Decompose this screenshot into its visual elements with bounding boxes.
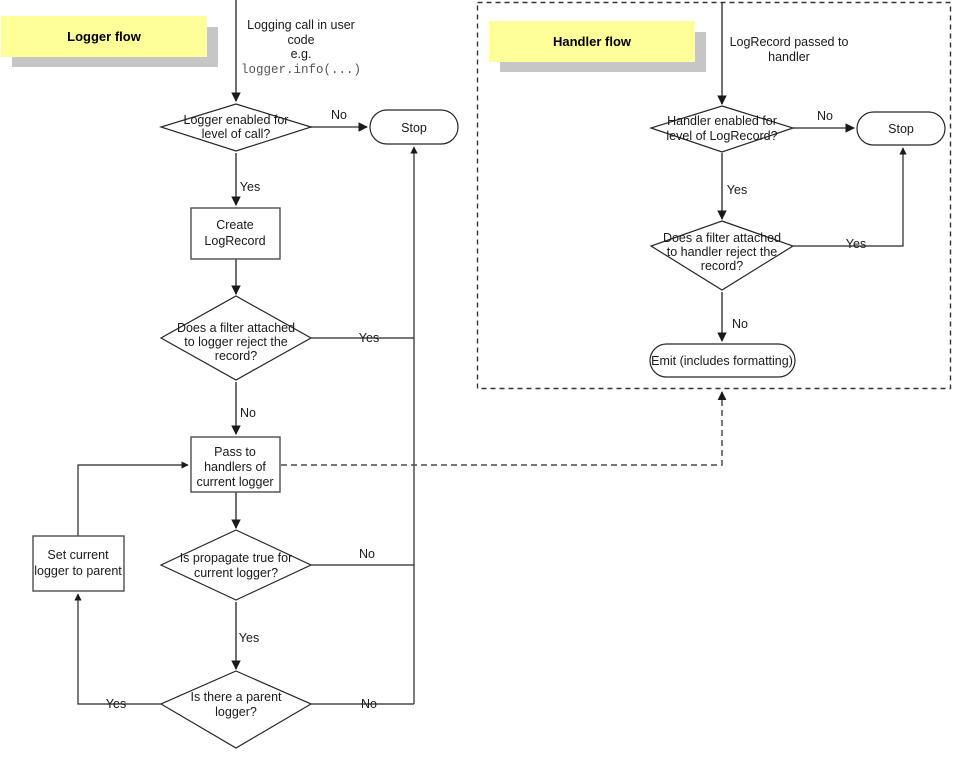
edge-label-handler-enabled-no: No [817,109,833,123]
node-handler-stop-label: Stop [888,122,914,136]
node-is-propagate-line1: Is propagate true for [180,551,293,565]
handler-entry-caption: LogRecord passed to handler [730,35,849,64]
node-logger-enabled-line1: Logger enabled for [184,113,289,127]
edge-label-logger-enabled-yes: Yes [240,180,260,194]
handler-flow-banner [489,21,695,62]
edge-label-handler-enabled-yes: Yes [727,183,747,197]
node-set-current-logger-line2: logger to parent [34,564,122,578]
node-is-propagate[interactable]: Is propagate true for current logger? [159,529,313,601]
edge-parent-yes [74,593,161,705]
node-emit-label: Emit (includes formatting) [651,354,793,368]
node-pass-to-handlers-line1: Pass to [214,445,256,459]
node-handler-enabled[interactable]: Handler enabled for level of LogRecord? [649,105,795,153]
edge-label-logger-enabled-no: No [331,108,347,122]
node-handler-enabled-shape[interactable] [649,105,795,153]
edge-label-handler-filter-yes: Yes [846,237,866,251]
edge-handler-filter-yes [793,147,907,247]
node-create-logrecord-line2: LogRecord [204,234,265,248]
node-parent-logger[interactable]: Is there a parent logger? [159,670,313,749]
node-handler-filter-line2: to handler reject the [667,245,778,259]
handler-entry-caption-line1: LogRecord passed to [730,35,849,49]
node-emit[interactable]: Emit (includes formatting) [649,343,796,378]
node-logger-filter-line1: Does a filter attached [177,321,295,335]
node-is-propagate-shape[interactable] [159,529,313,601]
node-pass-to-handlers[interactable]: Pass to handlers of current logger [190,436,281,493]
logger-entry-caption: Logging call in user code e.g. logger.in… [241,18,361,77]
node-set-current-logger[interactable]: Set current logger to parent [32,535,125,592]
node-logger-enabled-line2: level of call? [202,127,271,141]
node-parent-logger-line2: logger? [215,705,257,719]
node-handler-filter-shape[interactable] [649,220,795,291]
node-create-logrecord-line1: Create [216,218,254,232]
edge-set-logger-to-pass [77,461,189,536]
node-handler-enabled-line1: Handler enabled for [667,114,777,128]
node-logger-filter-shape[interactable] [159,295,313,381]
node-logger-stop-shape[interactable] [369,109,459,145]
node-logger-enabled[interactable]: Logger enabled for level of call? [158,103,314,152]
node-handler-filter-line3: record? [701,259,743,273]
node-logger-enabled-shape[interactable] [158,103,314,152]
logger-entry-caption-line2: code [287,33,314,47]
node-handler-filter-line1: Does a filter attached [663,231,781,245]
logger-entry-caption-line3: e.g. [291,47,312,61]
node-is-propagate-line2: current logger? [194,566,278,580]
node-create-logrecord-shape[interactable] [190,207,281,260]
edge-label-handler-filter-no: No [732,317,748,331]
logger-entry-caption-mono: logger.info(...) [241,63,361,77]
node-pass-to-handlers-line3: current logger [196,475,273,489]
node-set-current-logger-line1: Set current [47,548,109,562]
node-logger-filter-line2: to logger reject the [184,335,288,349]
node-logger-stop-label: Stop [401,121,427,135]
handler-entry-caption-line2: handler [768,50,810,64]
node-handler-stop-shape[interactable] [856,111,946,146]
edge-pass-to-handler-flow-dashed [281,391,727,466]
logger-flow-banner [1,16,207,57]
edge-label-parent-no: No [361,697,377,711]
edge-label-propagate-yes: Yes [239,631,259,645]
node-handler-enabled-line2: level of LogRecord? [666,129,777,143]
node-emit-shape[interactable] [649,343,796,378]
node-create-logrecord[interactable]: Create LogRecord [190,207,281,260]
logger-entry-caption-line1: Logging call in user [247,18,355,32]
node-set-current-logger-shape[interactable] [32,535,125,592]
node-parent-logger-shape[interactable] [159,670,313,749]
node-logger-filter[interactable]: Does a filter attached to logger reject … [159,295,313,381]
node-pass-to-handlers-line2: handlers of [204,460,266,474]
node-parent-logger-line1: Is there a parent [190,690,282,704]
handler-flow-banner-label: Handler flow [553,34,632,49]
node-logger-stop[interactable]: Stop [369,109,459,145]
handler-flow-group-box [476,1,952,390]
node-handler-stop[interactable]: Stop [856,111,946,146]
logger-flow-banner-label: Logger flow [67,29,142,44]
edge-label-logger-filter-yes: Yes [359,331,379,345]
edge-label-parent-yes: Yes [106,697,126,711]
node-handler-filter[interactable]: Does a filter attached to handler reject… [649,220,795,291]
node-logger-filter-line3: record? [215,349,257,363]
edge-label-propagate-no: No [359,547,375,561]
node-pass-to-handlers-shape[interactable] [190,436,281,493]
edge-label-logger-filter-no: No [240,406,256,420]
